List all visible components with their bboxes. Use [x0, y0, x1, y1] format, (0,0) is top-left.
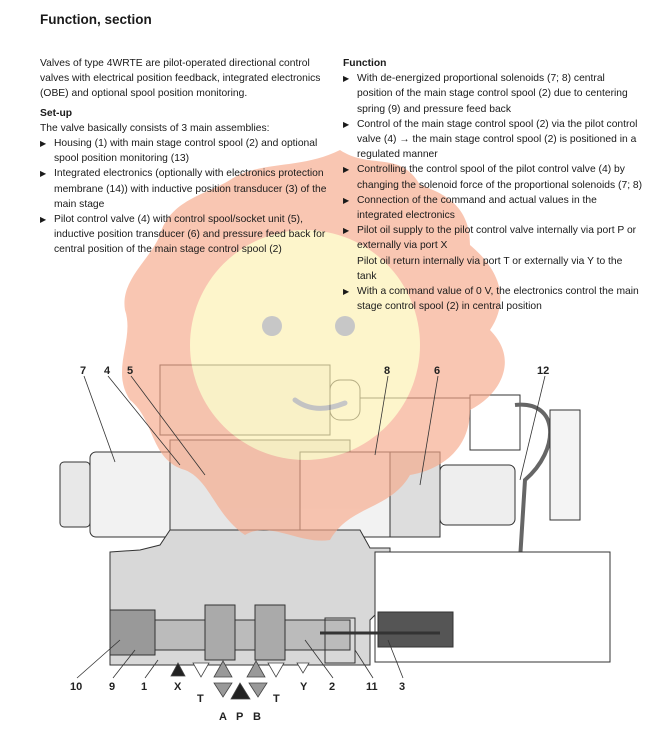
list-item: ▶Housing (1) with main stage control spo…	[40, 138, 318, 165]
list-item: ▶Pilot oil supply to the pilot control v…	[343, 223, 643, 284]
left-eye	[262, 316, 282, 336]
callout-12: 12	[537, 365, 549, 377]
port-y-label: Y	[300, 681, 308, 693]
bullet-triangle-icon: ▶	[343, 165, 350, 175]
list-item: ▶Pilot control valve (4) with control sp…	[40, 214, 326, 256]
port-a-down-triangle-icon	[213, 682, 233, 698]
bullet-triangle-icon: ▶	[343, 74, 350, 84]
main-spool-2	[149, 619, 351, 651]
port-t-triangle-icon	[267, 662, 285, 678]
function-column: Function ▶With de-energized proportional…	[343, 56, 643, 314]
list-item: ▶Controlling the control spool of the pi…	[343, 164, 643, 191]
position-transducer-3	[377, 611, 454, 648]
port-t-label: T	[273, 693, 280, 705]
plug-connector	[549, 409, 581, 521]
list-item: ▶Integrated electronics (optionally with…	[40, 168, 327, 210]
function-list: ▶With de-energized proportional solenoid…	[343, 71, 643, 314]
leader-lines	[76, 375, 546, 679]
port-x-label: X	[174, 681, 182, 693]
list-item-continuation: Pilot oil return internally via port T o…	[357, 255, 623, 282]
setup-heading: Set-up	[40, 107, 73, 119]
setup-list: ▶Housing (1) with main stage control spo…	[40, 136, 340, 258]
callout-2: 2	[329, 681, 335, 693]
port-b-label: B	[253, 711, 261, 723]
port-t-label: T	[197, 693, 204, 705]
list-item: ▶With de-energized proportional solenoid…	[343, 73, 628, 115]
centering-spring-9	[109, 609, 156, 656]
list-item: ▶With a command value of 0 V, the electr…	[343, 286, 639, 313]
port-b-triangle-icon	[246, 660, 266, 678]
bullet-triangle-icon: ▶	[343, 226, 350, 236]
spool-monitor-11	[324, 617, 356, 664]
solenoid-8-end	[439, 464, 516, 526]
setup-column: Valves of type 4WRTE are pilot-operated …	[40, 56, 340, 258]
callout-3: 3	[399, 681, 405, 693]
setup-lead: The valve basically consists of 3 main a…	[40, 122, 270, 134]
smile	[292, 397, 348, 411]
port-a-triangle-icon	[213, 660, 233, 678]
port-symbols	[170, 660, 310, 700]
bullet-triangle-icon: ▶	[343, 195, 350, 205]
port-y-triangle-icon	[296, 662, 310, 674]
callout-6: 6	[434, 365, 440, 377]
list-item: ▶Connection of the command and actual va…	[343, 194, 597, 222]
port-t-triangle-icon	[192, 662, 210, 678]
bullet-triangle-icon: ▶	[40, 215, 47, 225]
list-item: ▶Control of the main stage control spool…	[343, 118, 638, 161]
page-title: Function, section	[40, 12, 152, 27]
port-a-label: A	[219, 711, 227, 723]
spool-land	[254, 604, 286, 661]
bullet-triangle-icon: ▶	[40, 139, 47, 149]
intro-text: Valves of type 4WRTE are pilot-operated …	[40, 58, 321, 100]
bullet-triangle-icon: ▶	[343, 287, 350, 297]
sun-face-overlay	[121, 150, 505, 541]
callout-4: 4	[104, 365, 111, 377]
callout-8: 8	[384, 365, 390, 377]
yellow-face	[190, 230, 420, 460]
callout-5: 5	[127, 365, 133, 377]
spool-land	[204, 604, 236, 661]
function-heading: Function	[343, 58, 387, 69]
callout-11: 11	[366, 681, 378, 693]
port-b-down-triangle-icon	[248, 682, 268, 698]
callout-7: 7	[80, 365, 86, 377]
right-eye	[335, 316, 355, 336]
callout-10: 10	[70, 681, 82, 693]
bullet-triangle-icon: ▶	[40, 169, 47, 179]
solenoid-nut	[59, 461, 91, 528]
port-x-triangle-icon	[170, 662, 186, 677]
port-p-label: P	[236, 711, 243, 723]
bullet-triangle-icon: ▶	[343, 119, 350, 129]
callout-1: 1	[141, 681, 147, 693]
port-p-triangle-icon	[230, 682, 251, 700]
callout-9: 9	[109, 681, 115, 693]
